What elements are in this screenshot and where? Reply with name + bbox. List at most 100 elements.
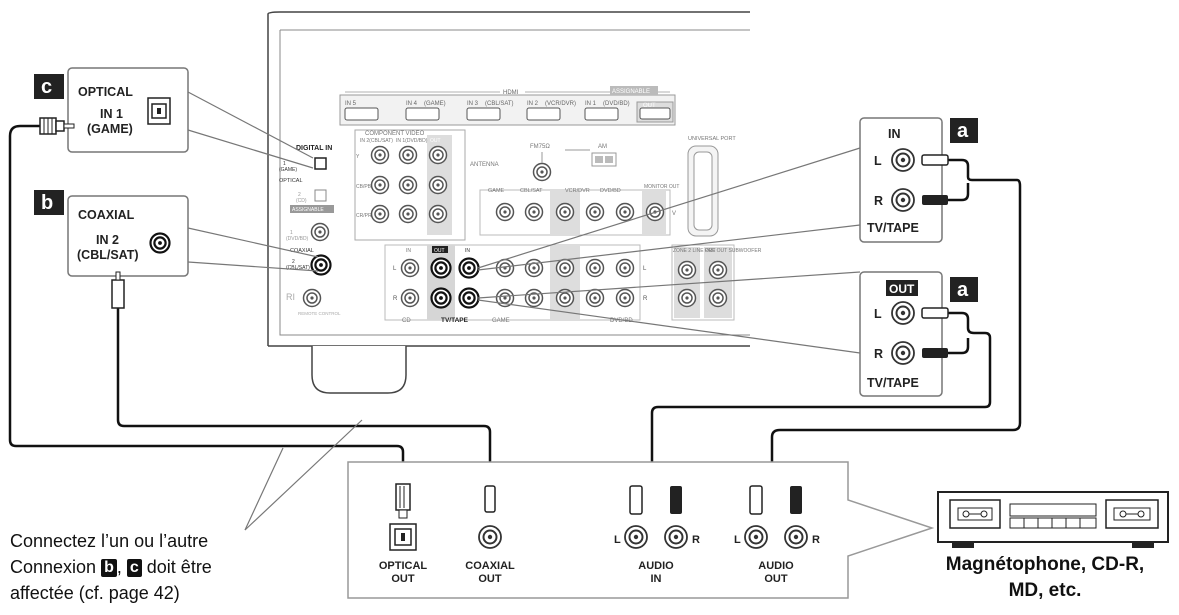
svg-text:OPTICAL: OPTICAL [279, 178, 303, 184]
caption-line-1: Connectez l’un ou l’autre [10, 531, 209, 551]
svg-text:R: R [874, 347, 883, 361]
svg-text:L: L [614, 534, 621, 546]
out-title: OUT [889, 282, 915, 296]
in-l-jack [891, 148, 915, 172]
svg-text:CB/PB: CB/PB [356, 184, 372, 190]
in-title: IN [888, 127, 901, 141]
svg-text:DVD/BD: DVD/BD [610, 318, 633, 324]
optical-title: OPTICAL [78, 85, 133, 99]
svg-text:IN: IN [406, 248, 411, 254]
caption-pointers [244, 419, 363, 531]
svg-text:RI: RI [286, 292, 295, 302]
hdmi-in4-sub: (GAME) [424, 101, 446, 107]
svg-text:1: 1 [290, 230, 293, 236]
instruction-caption: Connectez l’un ou l’autre Connexion b, c… [10, 528, 212, 606]
svg-text:2: 2 [298, 192, 301, 198]
callout-tvtape-out: a OUT L R TV/TAPE [859, 271, 978, 397]
svg-text:Y: Y [356, 154, 360, 160]
audio-in-r-jack [664, 525, 688, 549]
svg-text:OUT: OUT [430, 138, 441, 144]
device-name: Magnétophone, CD-R, MD, etc. [920, 552, 1170, 604]
svg-text:R: R [643, 296, 648, 302]
svg-text:(DVD/BD): (DVD/BD) [286, 236, 309, 242]
svg-text:ZONE 2 LINE OUT: ZONE 2 LINE OUT [673, 248, 716, 254]
caption-badge-b: b [101, 559, 117, 578]
hdmi-in2-sub: (VCR/DVR) [545, 101, 576, 107]
hdmi-in2: IN 2 [527, 101, 539, 107]
audio-in-label-2: IN [651, 573, 662, 585]
optical-out-label-1: OPTICAL [379, 560, 428, 572]
badge-a-out: a [957, 279, 969, 301]
svg-text:CD: CD [402, 318, 411, 324]
in-r-jack [891, 188, 915, 212]
svg-text:REMOTE CONTROL: REMOTE CONTROL [298, 311, 341, 316]
coaxial-out-label-1: COAXIAL [465, 560, 515, 572]
caption-line-2: Connexion b, c doit être [10, 557, 212, 578]
tv-tape-small-label: TV/TAPE [441, 317, 469, 324]
svg-text:FM75Ω: FM75Ω [530, 144, 550, 150]
svg-text:DVD/BD: DVD/BD [600, 188, 621, 194]
svg-text:(CBL/SAT): (CBL/SAT) [286, 265, 310, 271]
hdmi-in5: IN 5 [345, 101, 357, 107]
callout-coaxial: b COAXIAL IN 2 (CBL/SAT) [34, 190, 189, 277]
badge-c: c [41, 76, 52, 98]
svg-text:ASSIGNABLE: ASSIGNABLE [292, 207, 324, 213]
svg-text:(GAME): (GAME) [279, 167, 297, 173]
device-name-line-2: MD, etc. [1008, 580, 1082, 601]
svg-text:L: L [643, 266, 647, 272]
svg-text:GAME: GAME [488, 188, 505, 194]
svg-text:R: R [812, 534, 820, 546]
hdmi-in4: IN 4 [406, 101, 418, 107]
device-panel: L R L R OPTICAL OUT COAXIAL OUT AUDIO IN… [347, 461, 935, 599]
svg-text:L: L [874, 307, 882, 321]
svg-text:MONITOR OUT: MONITOR OUT [644, 184, 679, 190]
device-name-line-1: Magnétophone, CD-R, [945, 554, 1145, 575]
caption-line-3: affectée (cf. page 42) [10, 583, 180, 603]
receiver-rear-panel: HDMI ASSIGNABLE IN 5 IN 4 (GAME) IN 3 (C… [267, 11, 762, 394]
hdmi-in1-sub: (DVD/BD) [603, 101, 630, 107]
optical-line2: (GAME) [87, 122, 133, 136]
cable-plugs [39, 117, 949, 358]
coaxial-line2: (CBL/SAT) [77, 248, 139, 262]
svg-text:COMPONENT VIDEO: COMPONENT VIDEO [365, 131, 425, 137]
audio-out-r-jack [784, 525, 808, 549]
svg-text:CR/PR: CR/PR [356, 213, 372, 219]
digital-in-label: DIGITAL IN [296, 145, 332, 152]
svg-text:COAXIAL: COAXIAL [290, 248, 314, 254]
audio-out-l-jack [744, 525, 768, 549]
audio-out-label-2: OUT [764, 573, 788, 585]
svg-text:(CD): (CD) [296, 198, 307, 204]
optical-in2-jack [314, 189, 327, 202]
coaxial-jack-icon [149, 232, 171, 254]
coaxial-title: COAXIAL [78, 208, 135, 222]
badge-b: b [41, 192, 53, 214]
svg-text:V: V [672, 211, 676, 217]
tape-deck-icon [937, 491, 1169, 548]
callout-tvtape-in: a IN L R TV/TAPE [859, 117, 978, 243]
hdmi-in1: IN 1 [585, 101, 597, 107]
hdmi-in3-sub: (CBL/SAT) [485, 101, 514, 107]
component-video-jacks [370, 145, 448, 224]
svg-text:GAME: GAME [492, 318, 510, 324]
svg-text:L: L [393, 266, 397, 272]
svg-text:R: R [692, 534, 700, 546]
svg-text:CBL/SAT: CBL/SAT [520, 188, 543, 194]
hdmi-out-label: OUT [643, 103, 656, 109]
optical-out-label-2: OUT [391, 573, 415, 585]
svg-text:AM: AM [598, 144, 607, 150]
audio-in-label-1: AUDIO [638, 560, 674, 572]
svg-text:ANTENNA: ANTENNA [470, 162, 499, 168]
audio-in-l-jack [624, 525, 648, 549]
out-r-jack [891, 341, 915, 365]
svg-text:L: L [734, 534, 741, 546]
out-l-jack [891, 301, 915, 325]
callout-pointers [187, 91, 861, 354]
coaxial-in2-jack [310, 254, 332, 276]
svg-text:OUT: OUT [434, 248, 445, 254]
coaxial-out-label-2: OUT [478, 573, 502, 585]
callout-optical: c OPTICAL IN 1 (GAME) [34, 67, 189, 153]
hdmi-ports [344, 101, 674, 123]
svg-text:2: 2 [292, 259, 295, 265]
coaxial-out-jack [478, 525, 502, 549]
svg-text:IN 2(CBL/SAT): IN 2(CBL/SAT) [360, 138, 393, 144]
